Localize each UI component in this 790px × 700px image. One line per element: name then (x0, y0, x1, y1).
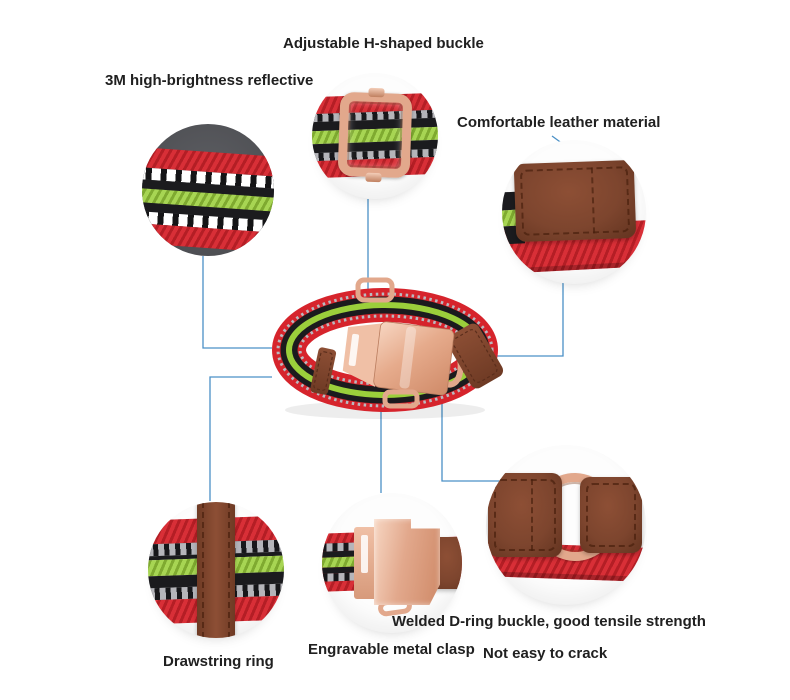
clasp-body (374, 519, 440, 605)
feature-label-adjustable-buckle: Adjustable H-shaped buckle (283, 35, 484, 52)
collar-leather-keeper (310, 347, 337, 395)
feature-label-reflective: 3M high-brightness reflective (105, 72, 314, 89)
leather-patch (513, 159, 637, 243)
leather-loop (197, 502, 235, 638)
feature-label-metal-clasp: Engravable metal clasp (308, 641, 475, 658)
leather-strap-right (580, 477, 642, 553)
leather-closeup-photo (502, 140, 646, 284)
clasp-slot (361, 535, 368, 573)
d-ring-closeup-photo (486, 445, 646, 605)
collar-bottom-loop (382, 389, 420, 409)
drawstring-ring-closeup-photo (148, 502, 284, 638)
h-buckle-closeup-photo (312, 73, 438, 199)
collar-product-photo (272, 277, 504, 419)
feature-label-leather-material: Comfortable leather material (457, 114, 661, 131)
stitching (202, 502, 230, 638)
stitching (519, 166, 631, 236)
webbing-stripes (142, 145, 274, 255)
reflective-closeup-photo (142, 124, 274, 256)
stitching (494, 479, 556, 551)
connector-leather-material (478, 283, 564, 357)
collar-leather-strap (446, 323, 504, 389)
metal-clasp-closeup-photo (322, 493, 462, 633)
h-buckle-frame (337, 87, 413, 183)
buckle-prong (365, 172, 382, 183)
feature-label-drawstring-ring: Drawstring ring (163, 653, 274, 670)
connector-drawstring-ring (209, 376, 272, 501)
feature-label-d-ring-strength: Welded D-ring buckle, good tensile stren… (392, 613, 706, 630)
collar-triglide-ring (355, 277, 395, 303)
stitching (586, 483, 636, 547)
stitch-seam (530, 479, 533, 551)
connector-d-ring (441, 400, 499, 482)
leather-strap-left (488, 473, 562, 557)
buckle-prong (368, 87, 385, 98)
feature-label-not-easy-crack: Not easy to crack (483, 645, 608, 662)
connector-reflective (202, 256, 272, 349)
collar-metal-clasp (342, 321, 455, 396)
